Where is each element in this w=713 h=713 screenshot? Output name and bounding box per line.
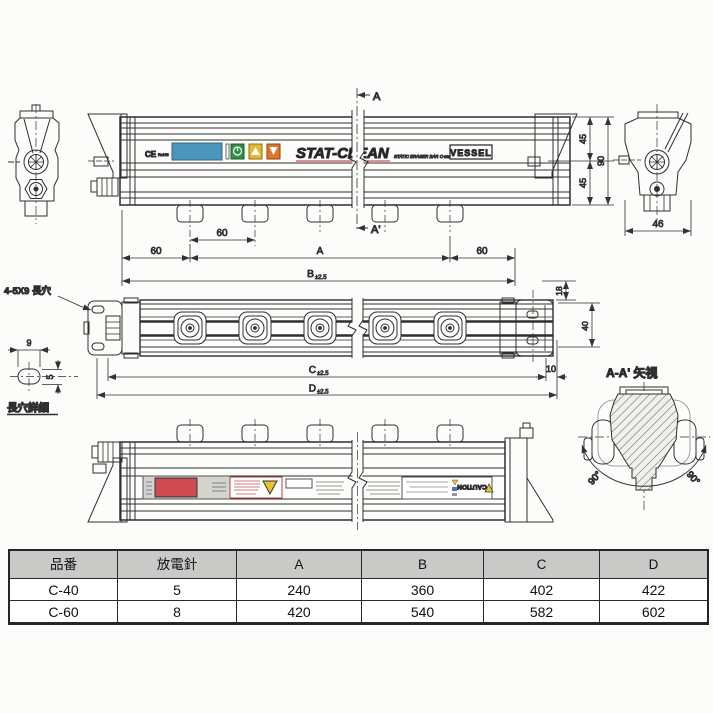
small-warning-icon bbox=[451, 479, 459, 486]
dim-right-60: 60 bbox=[476, 246, 488, 257]
mounting-feet bbox=[176, 200, 464, 246]
caution-label bbox=[401, 476, 493, 500]
table-header-b: B bbox=[362, 551, 484, 579]
vessel-logo bbox=[449, 144, 493, 160]
dim-5: 5 bbox=[45, 374, 55, 379]
table-header-model: 品番 bbox=[10, 551, 118, 579]
section-marker-a-prime: A' bbox=[371, 224, 380, 236]
dim-90: 90 bbox=[596, 156, 606, 166]
dim-left-60: 60 bbox=[150, 246, 162, 257]
mounting-slot bbox=[526, 310, 539, 319]
left-end-view bbox=[8, 104, 60, 224]
right-end-view: 46 bbox=[613, 104, 692, 236]
dim-9: 9 bbox=[26, 338, 31, 348]
table-cell: 582 bbox=[484, 601, 600, 623]
mounting-slot bbox=[91, 342, 105, 351]
table-cell: 540 bbox=[362, 601, 484, 623]
table-cell: 422 bbox=[600, 579, 707, 601]
right-mount-bracket bbox=[534, 113, 578, 179]
dim-45-upper: 45 bbox=[578, 134, 588, 144]
dim-18: 18 bbox=[554, 286, 564, 296]
dim-b-tolerance: ±2.5 bbox=[315, 275, 327, 281]
ion-spread-arc bbox=[581, 444, 707, 487]
caution-text: CAUTION bbox=[457, 483, 487, 490]
section-hatched-profile bbox=[609, 393, 679, 491]
small-info-icon bbox=[452, 487, 457, 491]
front-view: CE RoHS STAT-CLEAN STATIC ERASER BAR C-s… bbox=[87, 88, 614, 286]
display-window bbox=[171, 142, 223, 161]
dim-c-tolerance: ±2.5 bbox=[317, 371, 329, 377]
mounting-feet bbox=[176, 419, 464, 448]
dim-40: 40 bbox=[580, 321, 590, 331]
slot-callout: 4-5X9 長穴 bbox=[4, 285, 51, 297]
table-header-c: C bbox=[484, 551, 600, 579]
mounting-slot bbox=[526, 336, 539, 345]
rear-label-strip: CAUTION bbox=[142, 475, 494, 500]
table-cell: 360 bbox=[362, 579, 484, 601]
table-cell-model: C-60 bbox=[10, 601, 118, 623]
dim-d-tolerance: ±2.5 bbox=[317, 390, 329, 396]
section-view-aa: A-A' 矢視 90° 90° bbox=[578, 365, 710, 512]
power-connector bbox=[97, 441, 123, 463]
table-header-d: D bbox=[600, 551, 707, 579]
brand-logo-text: STAT-CLEAN bbox=[296, 145, 390, 162]
brand-sub-text: STATIC ERASER BAR C-series bbox=[394, 154, 457, 159]
slot-detail-title: 長穴詳細 bbox=[7, 401, 49, 414]
side-width-dimension: 46 bbox=[624, 200, 692, 236]
front-length-dimensions: 60 60 A 60 B ±2.5 bbox=[121, 210, 516, 286]
table-cell-model: C-40 bbox=[10, 579, 118, 601]
dim-10: 10 bbox=[546, 364, 556, 374]
middle-length-dimensions: C ±2.5 10 D ±2.5 bbox=[96, 340, 567, 399]
table-cell: 5 bbox=[118, 579, 237, 601]
drawing-canvas: CE RoHS STAT-CLEAN STATIC ERASER BAR C-s… bbox=[4, 88, 710, 530]
ce-mark: CE bbox=[145, 150, 157, 159]
table-header-a: A bbox=[237, 551, 362, 579]
hv-warning-color-label bbox=[154, 477, 198, 498]
table-cell: 240 bbox=[237, 579, 362, 601]
dimension-table: 品番 放電針 A B C D C-40 5 240 360 402 422 C-… bbox=[8, 549, 709, 625]
table-cell: 602 bbox=[600, 601, 707, 623]
right-end-plate bbox=[504, 437, 528, 523]
table-header-needles: 放電針 bbox=[118, 551, 237, 579]
vessel-logo-text: VESSEL bbox=[450, 148, 492, 158]
dim-pitch-60: 60 bbox=[216, 228, 228, 239]
dim-span-a: A bbox=[317, 246, 324, 257]
front-label-strip: CE RoHS STAT-CLEAN STATIC ERASER BAR C-s… bbox=[145, 142, 493, 163]
discharge-electrodes bbox=[173, 311, 467, 345]
table-cell: 402 bbox=[484, 579, 600, 601]
middle-right-dimensions: 18 40 bbox=[542, 280, 600, 348]
table-cell: 420 bbox=[237, 601, 362, 623]
section-marker-a: A bbox=[373, 91, 381, 103]
dim-46: 46 bbox=[652, 219, 664, 230]
dim-b-letter: B bbox=[307, 268, 314, 280]
slot-detail: 9 5 長穴詳細 bbox=[7, 338, 78, 416]
dim-d-letter: D bbox=[309, 384, 316, 395]
caution-triangle-icon bbox=[484, 483, 494, 493]
front-height-dimensions: 45 45 90 bbox=[548, 116, 614, 206]
angle-90-left: 90° bbox=[586, 469, 604, 487]
warning-triangle-icon bbox=[262, 480, 278, 496]
mounting-slot bbox=[91, 305, 105, 314]
dim-45-lower: 45 bbox=[578, 178, 588, 188]
table-cell: 8 bbox=[118, 601, 237, 623]
warning-label bbox=[229, 476, 283, 499]
bottom-face-view: 4-5X9 長穴 18 40 C bbox=[4, 280, 600, 399]
power-connector bbox=[96, 177, 119, 197]
right-mount-bracket bbox=[526, 476, 554, 523]
dim-c-letter: C bbox=[309, 365, 316, 376]
rear-view: CAUTION bbox=[87, 419, 554, 530]
rohs-label: RoHS bbox=[158, 152, 169, 157]
section-view-title: A-A' 矢視 bbox=[606, 365, 658, 380]
